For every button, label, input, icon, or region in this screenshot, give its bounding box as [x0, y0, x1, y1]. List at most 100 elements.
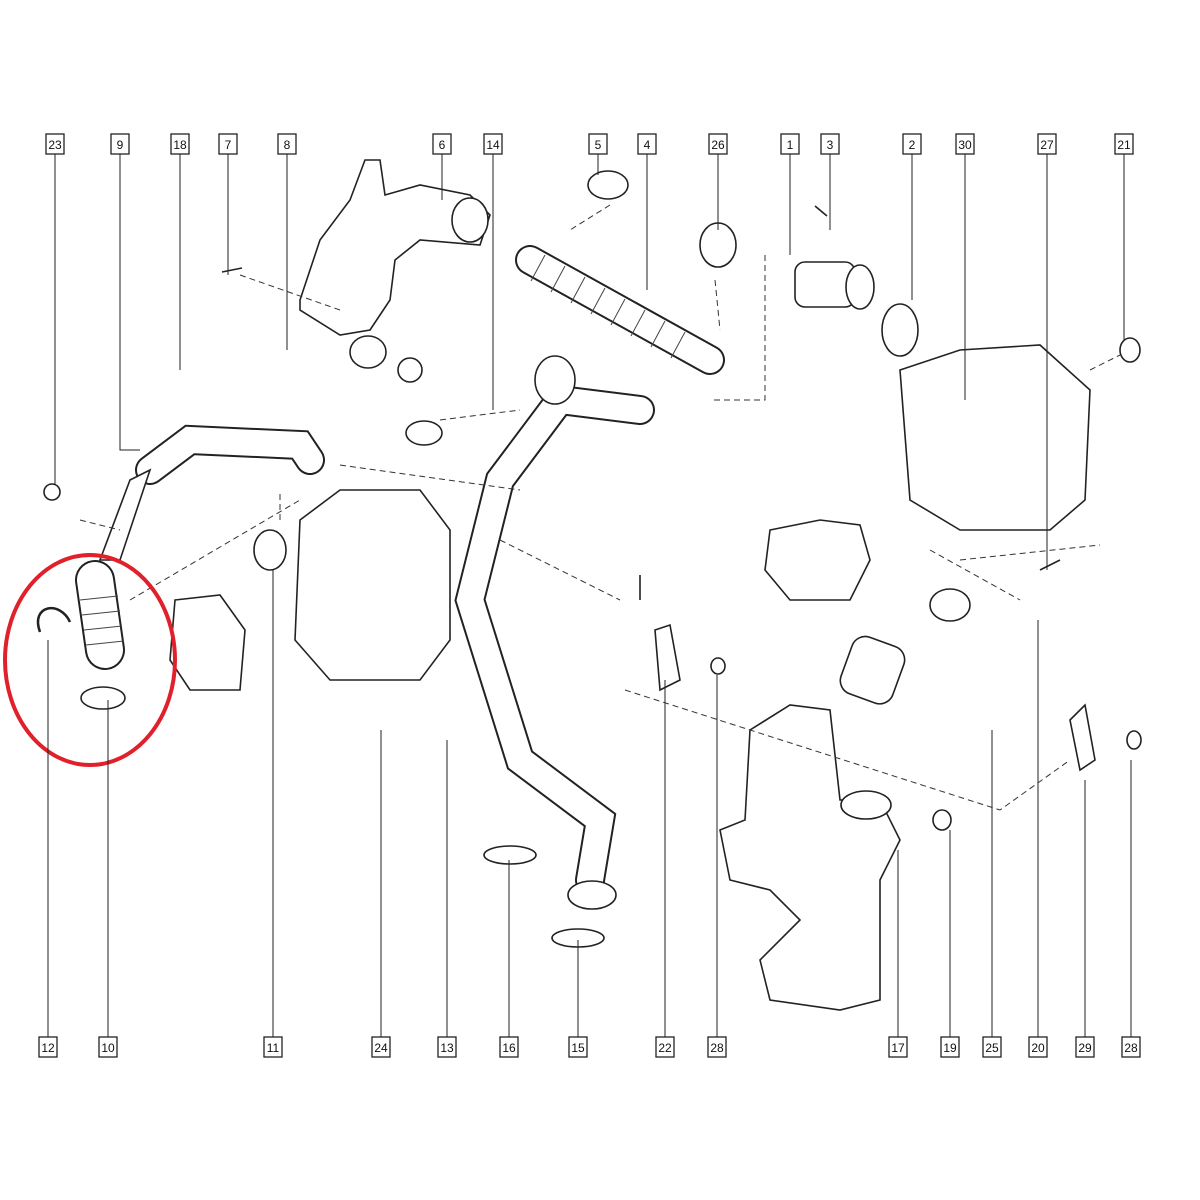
label-box: [432, 133, 452, 155]
callout-28: 28: [1121, 760, 1141, 1058]
part-number: 16: [502, 1041, 516, 1055]
nut-19: [932, 809, 952, 831]
callout-23: 23: [45, 133, 65, 485]
label-box: [588, 133, 608, 155]
callout-11: 11: [263, 570, 283, 1058]
label-box: [982, 1036, 1002, 1058]
clip-12: [36, 606, 72, 633]
coupling-20: [929, 588, 971, 622]
bracket-29: [1069, 703, 1096, 772]
part-number: 24: [374, 1041, 388, 1055]
duct-outlet: [451, 197, 489, 243]
part-number: 22: [658, 1041, 672, 1055]
pipe-elbow: [534, 355, 576, 405]
label-box: [277, 133, 297, 155]
actuator-30: [764, 519, 871, 601]
callout-8: 8: [277, 133, 297, 350]
nut-21: [1119, 337, 1141, 363]
part-number: 14: [486, 138, 500, 152]
sensor-outlet: [845, 264, 875, 310]
callout-27: 27: [1037, 133, 1057, 570]
part-number: 9: [117, 138, 124, 152]
label-box: [218, 133, 238, 155]
label-box: [1075, 1036, 1095, 1058]
bolt-27: [1039, 559, 1061, 571]
part-number: 17: [891, 1041, 905, 1055]
air-duct-housing: [299, 159, 491, 336]
housing-inlet: [840, 790, 892, 820]
label-box: [888, 1036, 908, 1058]
part-number: 15: [571, 1041, 585, 1055]
label-box: [955, 133, 975, 155]
callout-1: 1: [780, 133, 800, 255]
bracket-22: [654, 623, 681, 692]
nut-23: [43, 483, 61, 501]
part-number: 19: [943, 1041, 957, 1055]
callout-14: 14: [483, 133, 503, 410]
callout-16: 16: [499, 860, 519, 1058]
o-ring-10: [80, 686, 126, 710]
nut-28: [710, 657, 726, 675]
label-box: [707, 1036, 727, 1058]
callout-24: 24: [371, 730, 391, 1058]
callout-18: 18: [170, 133, 190, 370]
callout-30: 30: [955, 133, 975, 400]
callout-9: 9: [110, 133, 140, 451]
callout-13: 13: [437, 740, 457, 1058]
callout-26: 26: [708, 133, 728, 230]
part-number: 30: [958, 138, 972, 152]
highlight-circle: [3, 553, 177, 767]
part-number: 1: [787, 138, 794, 152]
part-number: 29: [1078, 1041, 1092, 1055]
callout-4: 4: [637, 133, 657, 290]
part-number: 3: [827, 138, 834, 152]
label-box: [499, 1036, 519, 1058]
part-number: 18: [173, 138, 187, 152]
label-box: [902, 133, 922, 155]
turbocharger: [294, 489, 451, 681]
callout-10: 10: [98, 700, 118, 1058]
pipe-9-bend: [98, 468, 152, 561]
part-number: 21: [1117, 138, 1131, 152]
part-number: 11: [267, 1041, 280, 1055]
part-number: 12: [41, 1041, 55, 1055]
label-box: [1028, 1036, 1048, 1058]
label-box: [1114, 133, 1134, 155]
nut-28b: [1126, 730, 1142, 750]
clamp-5: [587, 170, 629, 200]
label-box: [45, 133, 65, 155]
label-box: [637, 133, 657, 155]
callout-17: 17: [888, 850, 908, 1058]
hose-ribs: [530, 254, 686, 359]
part-number: 13: [440, 1041, 454, 1055]
callout-29: 29: [1075, 780, 1095, 1058]
label-box: [371, 1036, 391, 1058]
gasket-16: [483, 845, 537, 865]
part-number: 5: [595, 138, 602, 152]
label-box: [708, 133, 728, 155]
part-number: 25: [985, 1041, 999, 1055]
clamp-11: [253, 529, 287, 571]
label-box: [568, 1036, 588, 1058]
callout-7: 7: [218, 133, 238, 275]
part-number: 23: [48, 138, 62, 152]
part-number: 26: [711, 138, 725, 152]
callout-6: 6: [432, 133, 452, 200]
seal-ring-8: [349, 335, 387, 369]
label-box: [437, 1036, 457, 1058]
label-box: [38, 1036, 58, 1058]
callout-28: 28: [707, 675, 727, 1058]
label-box: [110, 133, 130, 155]
callout-3: 3: [820, 133, 840, 230]
callout-21: 21: [1114, 133, 1134, 340]
callout-15: 15: [568, 940, 588, 1058]
callout-2: 2: [902, 133, 922, 300]
callout-22: 22: [655, 680, 675, 1058]
bolt-7: [221, 267, 243, 273]
clip-8: [397, 357, 423, 383]
part-number: 4: [644, 138, 651, 152]
callout-19: 19: [940, 830, 960, 1058]
